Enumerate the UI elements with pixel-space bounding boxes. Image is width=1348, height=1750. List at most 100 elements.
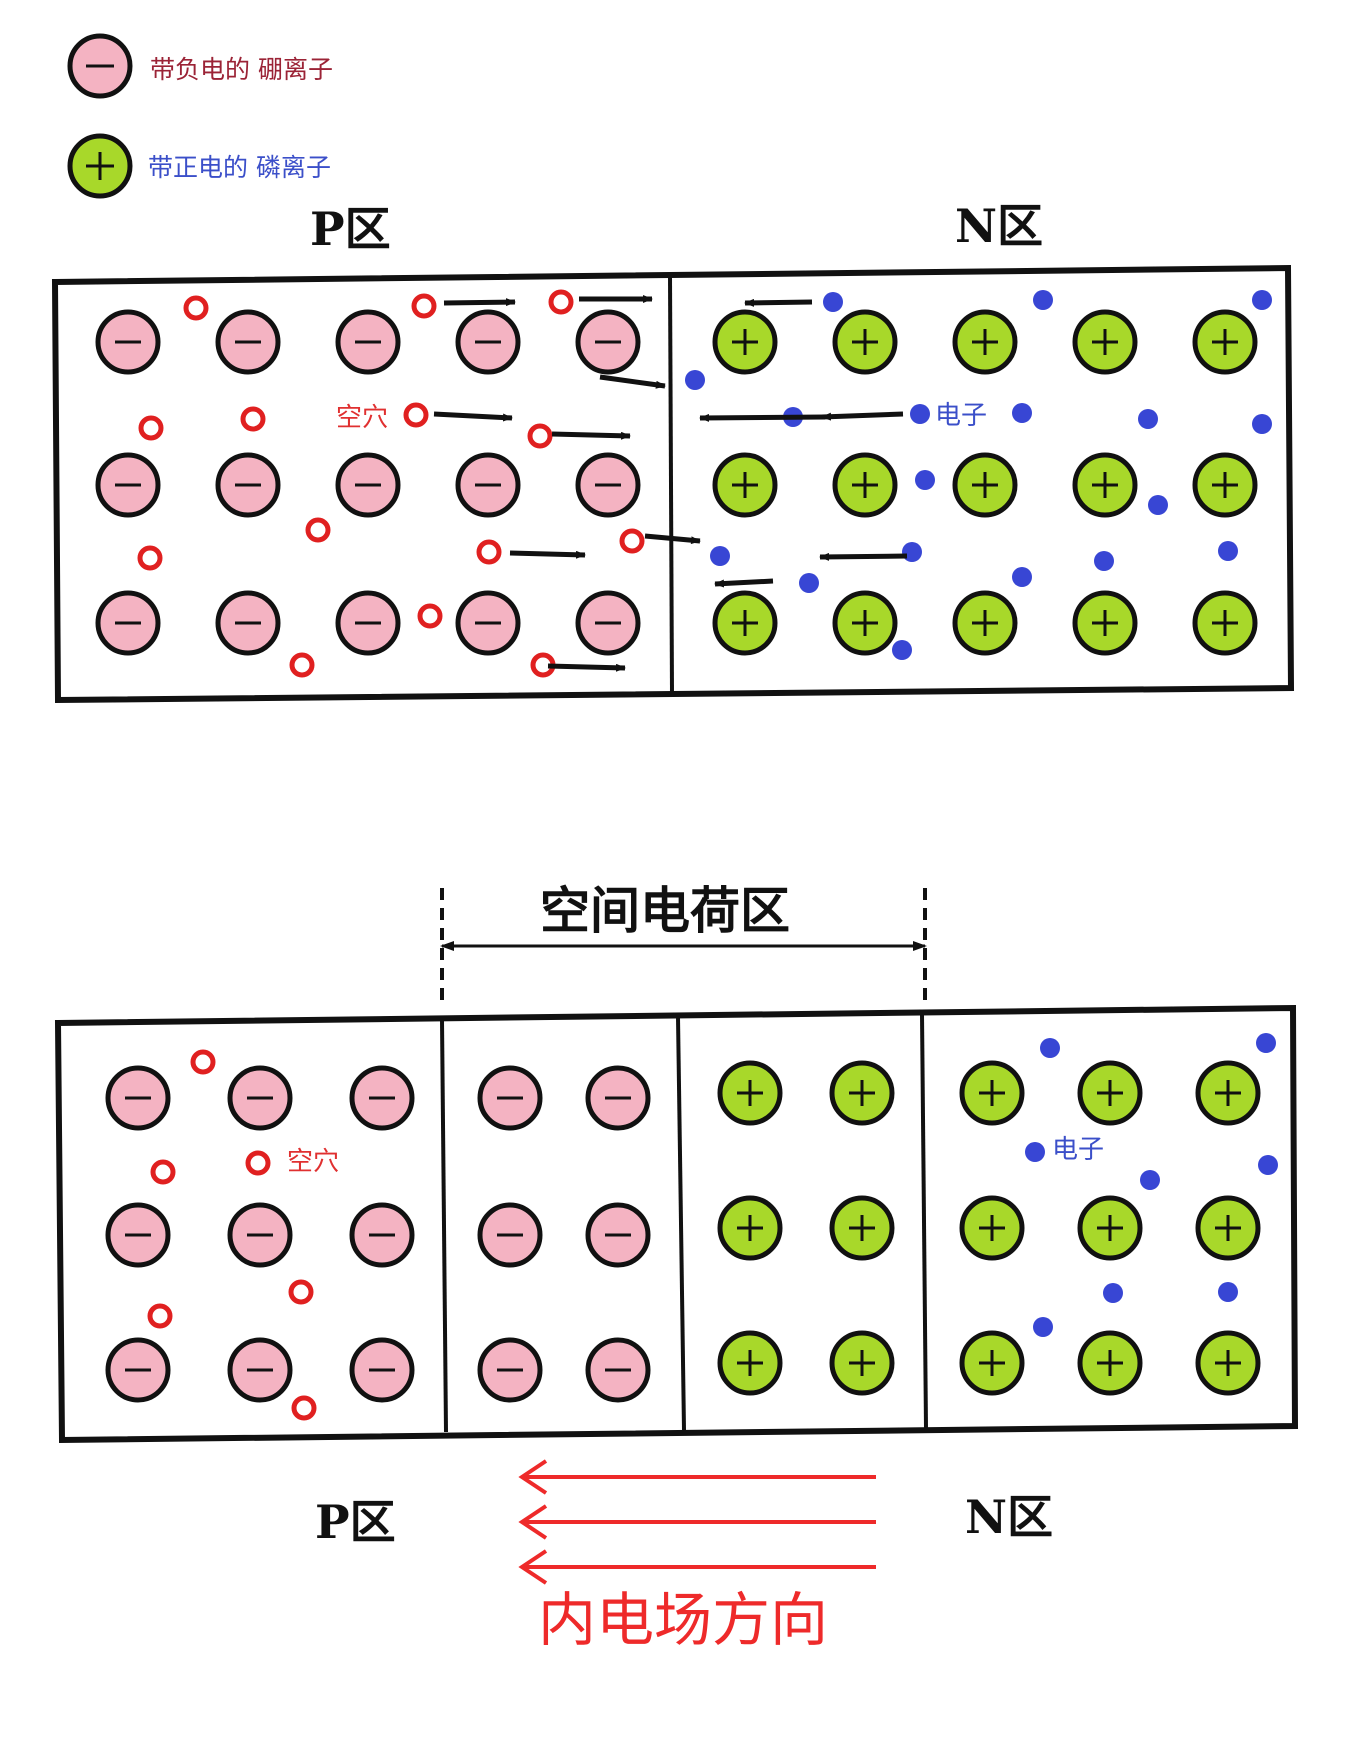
hole — [288, 1279, 314, 1305]
space-charge-region-marker — [440, 888, 927, 1008]
hole — [147, 1303, 173, 1329]
diffusion-arrow — [714, 578, 774, 588]
phosphorus-ion — [952, 590, 1018, 656]
boron-ion — [349, 1202, 415, 1268]
phosphorus-ion — [959, 1060, 1025, 1126]
bottom-diagram: 空间电荷区 空穴 电子 P区 N区 内电场方向 — [54, 881, 1299, 1654]
hole — [137, 545, 163, 571]
top-electron-label: 电子 — [935, 401, 987, 431]
hole — [417, 603, 443, 629]
top-electrons — [685, 290, 1272, 660]
top-junction-line — [668, 275, 674, 695]
boron-ion — [215, 590, 281, 656]
boron-ion — [95, 590, 161, 656]
hole — [411, 293, 437, 319]
phosphorus-ion — [1072, 452, 1138, 518]
phosphorus-ion — [1077, 1330, 1143, 1396]
phosphorus-ion — [832, 309, 898, 375]
electron — [915, 470, 935, 490]
boron-ion — [477, 1065, 543, 1131]
boron-ion — [95, 309, 161, 375]
hole — [190, 1049, 216, 1075]
phosphorus-ion — [1072, 309, 1138, 375]
diffusion-arrow — [744, 298, 813, 307]
bottom-electron-label: 电子 — [1052, 1135, 1104, 1165]
boron-ion — [215, 452, 281, 518]
electron — [1218, 1282, 1238, 1302]
phosphorus-ion — [717, 1330, 783, 1396]
bottom-electrons — [1025, 1033, 1278, 1337]
electron — [1012, 403, 1032, 423]
electron — [1138, 409, 1158, 429]
electron — [1094, 551, 1114, 571]
electron — [1148, 495, 1168, 515]
diffusion-arrow — [821, 411, 904, 421]
phosphorus-ion — [1077, 1195, 1143, 1261]
hole — [291, 1395, 317, 1421]
hole — [548, 289, 574, 315]
hole — [289, 652, 315, 678]
hole — [138, 415, 164, 441]
electron — [1103, 1283, 1123, 1303]
field-arrow — [518, 1459, 876, 1495]
phosphorus-ion — [959, 1195, 1025, 1261]
boron-ion — [335, 452, 401, 518]
electron — [1033, 1317, 1053, 1337]
bottom-ions — [105, 1060, 1261, 1403]
boron-ion — [227, 1065, 293, 1131]
boron-ion — [585, 1065, 651, 1131]
phosphorus-ion — [1195, 1060, 1261, 1126]
boron-ion — [575, 309, 641, 375]
bottom-divider-2 — [676, 1016, 686, 1431]
diffusion-arrow — [433, 411, 513, 422]
electron — [1140, 1170, 1160, 1190]
bottom-divider-1 — [440, 1019, 448, 1433]
boron-ion — [349, 1337, 415, 1403]
field-arrow — [518, 1549, 876, 1585]
bottom-hole-label: 空穴 — [287, 1147, 339, 1177]
electron — [1040, 1038, 1060, 1058]
boron-ion — [105, 1065, 171, 1131]
boron-ion — [227, 1337, 293, 1403]
boron-ion — [227, 1202, 293, 1268]
legend-positive-label: 带正电的 磷离子 — [148, 153, 331, 182]
phosphorus-ion — [712, 452, 778, 518]
diffusion-arrow — [644, 533, 701, 545]
boron-ion — [455, 590, 521, 656]
top-p-region-label: P区 — [310, 202, 391, 256]
diffusion-arrow — [699, 413, 826, 422]
phosphorus-ion — [717, 1060, 783, 1126]
electron — [910, 404, 930, 424]
phosphorus-ion — [832, 452, 898, 518]
electron — [685, 370, 705, 390]
phosphorus-ion — [832, 590, 898, 656]
phosphorus-ion — [1192, 452, 1258, 518]
boron-ion — [215, 309, 281, 375]
hole — [403, 402, 429, 428]
phosphorus-ion — [952, 309, 1018, 375]
phosphorus-ion — [1195, 1330, 1261, 1396]
phosphorus-ion — [1072, 590, 1138, 656]
boron-ion — [105, 1337, 171, 1403]
hole — [245, 1150, 271, 1176]
legend-negative-label: 带负电的 硼离子 — [150, 55, 333, 84]
hole — [527, 423, 553, 449]
boron-ion — [477, 1337, 543, 1403]
bottom-p-region-label: P区 — [315, 1495, 396, 1549]
hole — [619, 528, 645, 554]
phosphorus-ion — [952, 452, 1018, 518]
top-ions — [95, 309, 1258, 656]
top-hole-label: 空穴 — [336, 403, 388, 433]
electron — [710, 546, 730, 566]
phosphorus-ion — [829, 1060, 895, 1126]
phosphorus-ion — [829, 1195, 895, 1261]
electron — [1218, 541, 1238, 561]
boron-ion — [335, 590, 401, 656]
hole — [240, 406, 266, 432]
phosphorus-ion — [829, 1330, 895, 1396]
top-outer-box — [51, 264, 1295, 704]
phosphorus-ion — [712, 590, 778, 656]
field-arrow — [518, 1504, 876, 1540]
